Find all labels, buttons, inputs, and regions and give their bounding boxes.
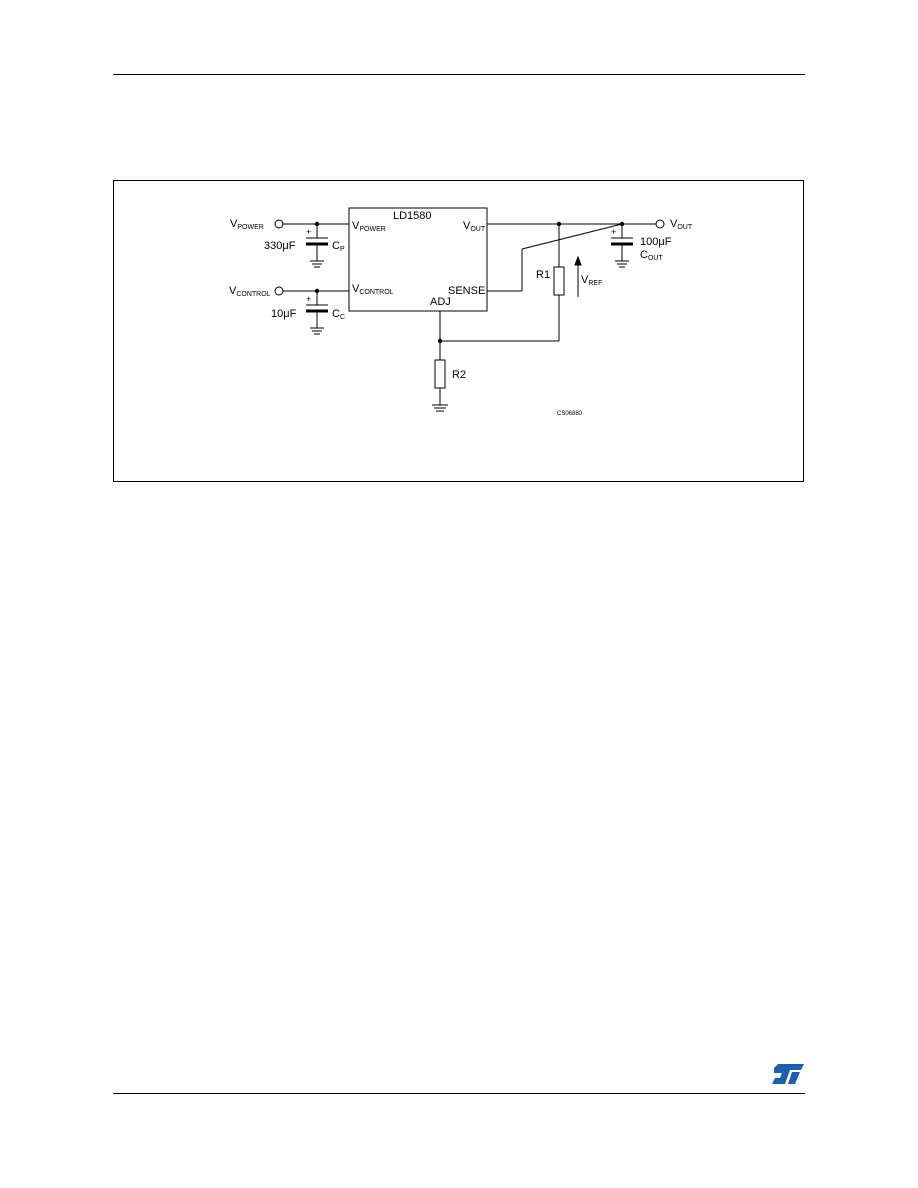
cout-value: 100μF: [640, 236, 672, 248]
pin-sense: SENSE: [448, 285, 485, 297]
cp-plus: +: [306, 227, 311, 237]
terminal-vpower: VPOWER: [230, 218, 264, 231]
pin-adj: ADJ: [430, 296, 451, 308]
pin-vpower: VPOWER: [352, 220, 386, 233]
cc-value: 10μF: [271, 308, 297, 320]
cc-plus: +: [306, 294, 311, 304]
junction-dot: [314, 221, 320, 227]
r2-label: R2: [452, 369, 466, 381]
cp-label: CP: [332, 240, 345, 253]
footer-rule: [113, 1093, 805, 1094]
vref-label: VREF: [581, 274, 602, 287]
r1-label: R1: [536, 269, 550, 281]
terminal-vout: VOUT: [670, 218, 693, 231]
r2-resistor: [434, 359, 446, 389]
junction-dot: [556, 221, 562, 227]
st-logo: ST: [772, 1064, 804, 1084]
junction-dot: [314, 288, 320, 294]
junction-dot: [619, 221, 625, 227]
ic-body: [348, 207, 488, 312]
vout-terminal: [655, 219, 665, 229]
ic-name: LD1580: [393, 210, 432, 222]
st-logo-t: [788, 1072, 800, 1084]
cout-label: COUT: [640, 249, 663, 262]
header-rule: [113, 74, 805, 75]
vpower-terminal: [274, 219, 284, 229]
pin-vcontrol: VCONTROL: [352, 283, 394, 296]
vcontrol-terminal: [274, 286, 284, 296]
terminal-vcontrol: VCONTROL: [229, 285, 271, 298]
application-circuit-figure: LD1580 VPOWER VCONTROL VOUT SENSE ADJ VP…: [113, 180, 804, 482]
pin-vout: VOUT: [463, 220, 486, 233]
r1-resistor: [553, 266, 565, 296]
junction-dot: [437, 338, 443, 344]
cc-label: CC: [332, 308, 345, 321]
schematic-diagram: LD1580 VPOWER VCONTROL VOUT SENSE ADJ VP…: [229, 207, 693, 417]
st-logo-s: [772, 1064, 804, 1084]
figure-code: CS06880: [557, 411, 583, 417]
cp-value: 330μF: [264, 240, 296, 252]
cout-plus: +: [611, 227, 616, 237]
